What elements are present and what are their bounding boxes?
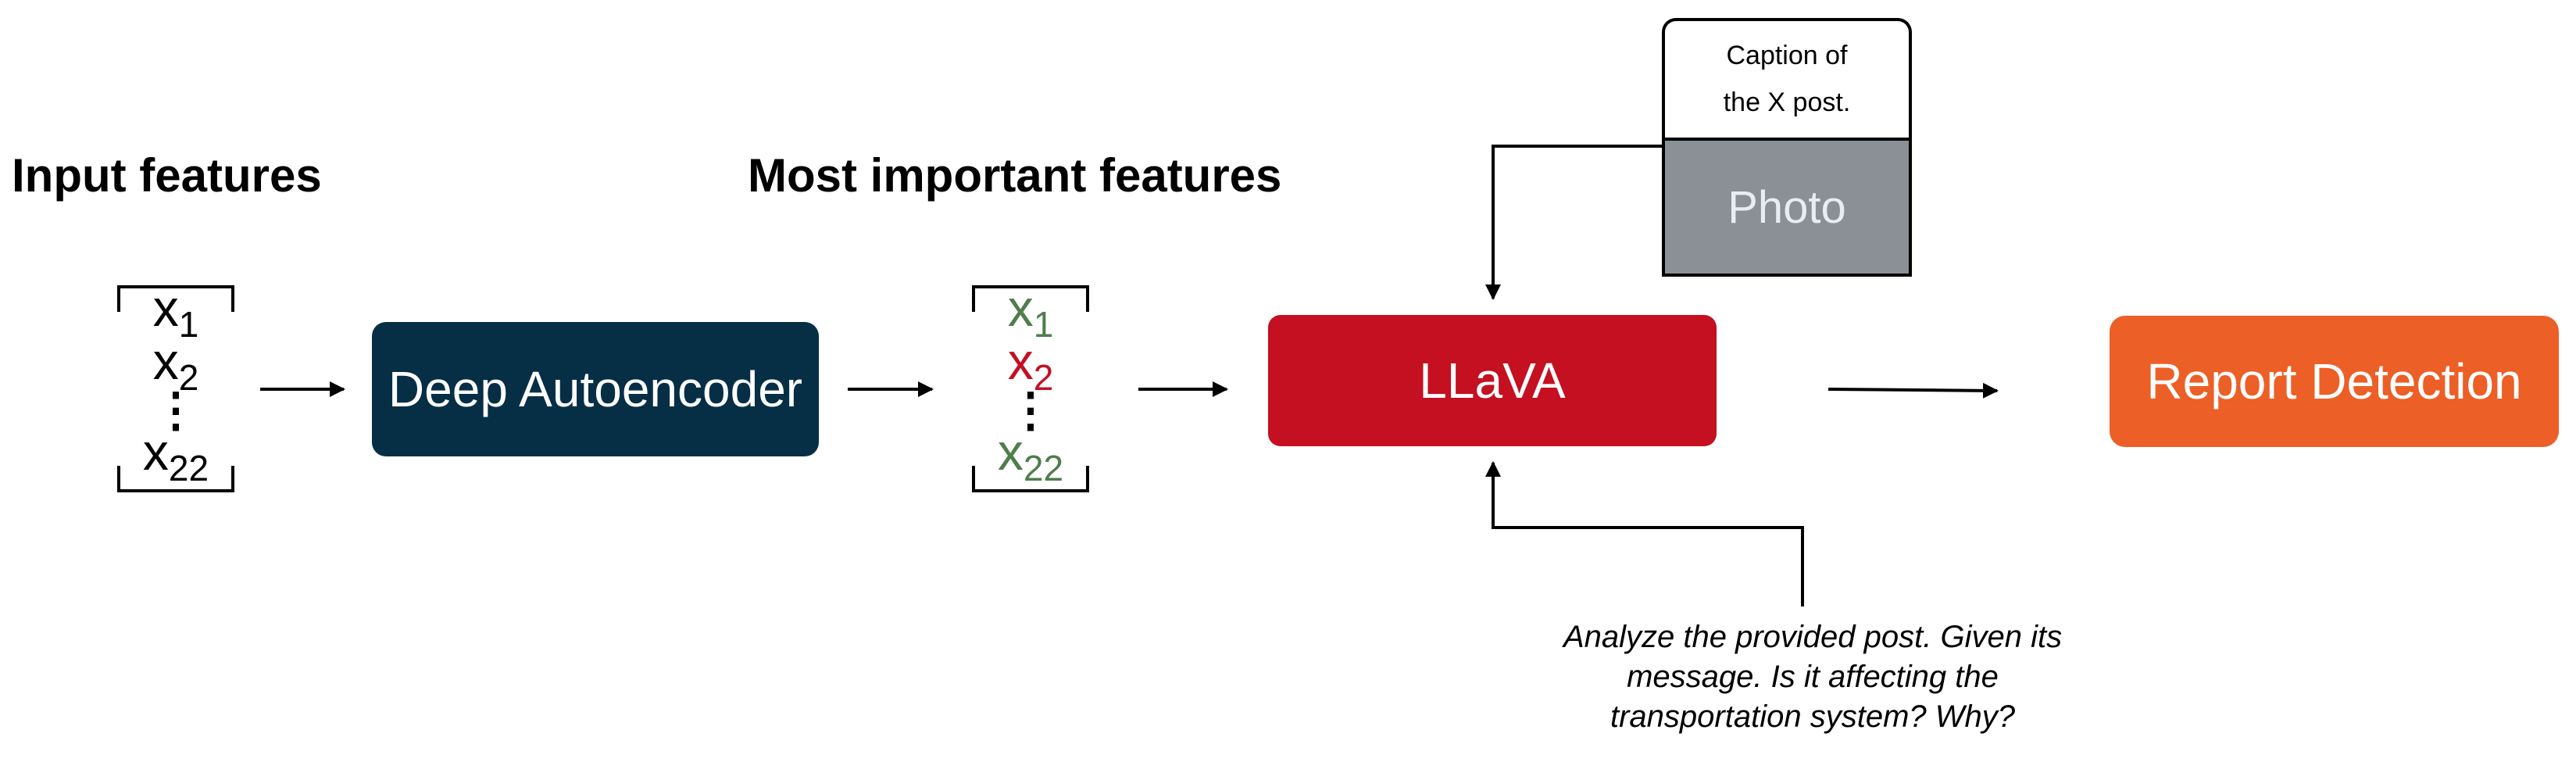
important-feature-x2: x2 xyxy=(1007,332,1054,398)
photo-label: Photo xyxy=(1727,181,1846,233)
report-detection-node: Report Detection xyxy=(2110,316,2559,447)
arrow-prompt-to-llava xyxy=(1485,461,1804,606)
deep-autoencoder-node: Deep Autoencoder xyxy=(372,322,819,456)
important-feature-vector: x1 x2 ⋮ x22 xyxy=(972,279,1089,492)
input-feature-vector: x1 x2 ⋮ x22 xyxy=(117,279,234,492)
llava-node: LLaVA xyxy=(1268,315,1717,446)
vector-bracket-top xyxy=(972,285,1089,312)
input-features-heading: Input features xyxy=(12,149,322,202)
post-caption-cell: Caption of the X post. xyxy=(1662,18,1912,138)
prompt-line-2: message. Is it affecting the xyxy=(1627,660,1999,695)
vector-bracket-bottom xyxy=(972,466,1089,492)
prompt-line-1: Analyze the provided post. Given its xyxy=(1563,620,2063,654)
arrow-post-to-llava xyxy=(1485,145,1662,300)
caption-line-2: the X post. xyxy=(1723,87,1851,117)
llava-label: LLaVA xyxy=(1419,352,1566,409)
input-feature-x22: x22 xyxy=(142,423,209,488)
report-detection-label: Report Detection xyxy=(2146,353,2522,410)
vector-bracket-top xyxy=(117,285,234,312)
important-feature-x22: x22 xyxy=(997,423,1064,488)
input-feature-x2: x2 xyxy=(152,332,199,398)
input-feature-x1: x1 xyxy=(152,279,199,345)
llava-prompt-text: Analyze the provided post. Given its mes… xyxy=(1508,617,2117,738)
important-feature-x1: x1 xyxy=(1007,279,1054,345)
arrow-llava-to-report xyxy=(1827,382,1999,399)
vector-bracket-bottom xyxy=(117,466,234,492)
prompt-line-3: transportation system? Why? xyxy=(1610,699,2015,735)
caption-line-1: Caption of xyxy=(1726,41,1848,70)
post-photo-cell: Photo xyxy=(1662,138,1912,277)
deep-autoencoder-label: Deep Autoencoder xyxy=(388,361,803,417)
important-features-heading: Most important features xyxy=(748,149,1282,202)
